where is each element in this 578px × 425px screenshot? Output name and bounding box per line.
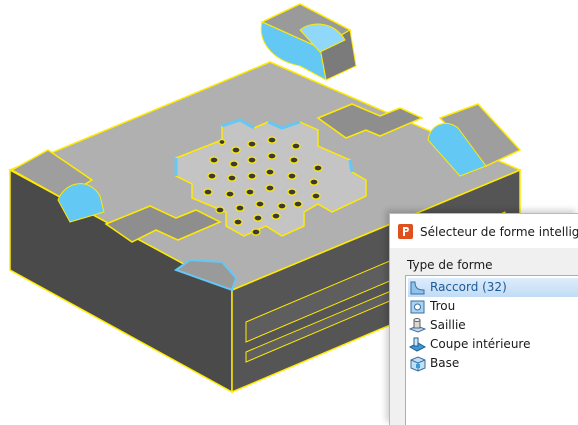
hole — [267, 152, 277, 160]
list-item-label: Base — [430, 356, 460, 370]
list-item-base[interactable]: Base — [408, 354, 578, 373]
hole — [218, 138, 226, 146]
fillet-back-corner-2 — [299, 23, 346, 53]
hole — [253, 214, 263, 222]
hole — [309, 178, 319, 186]
hole — [265, 184, 275, 192]
hole — [247, 156, 257, 164]
hole — [207, 172, 217, 180]
hole — [265, 168, 275, 176]
central-pocket-fillet-edges — [174, 118, 354, 176]
hole — [203, 188, 213, 196]
hole — [287, 172, 297, 180]
list-item-coupe-interieure[interactable]: Coupe intérieure — [408, 335, 578, 354]
hole — [225, 190, 235, 198]
fillet-right-corner — [427, 122, 487, 177]
central-cross-pocket — [175, 119, 367, 237]
hole — [229, 160, 239, 168]
boss-icon — [409, 318, 427, 333]
fillet-left-corner — [57, 183, 105, 223]
hole — [255, 200, 265, 208]
hole — [209, 156, 219, 164]
app-logo-icon — [398, 224, 413, 239]
hole — [215, 206, 225, 214]
feature-selector-dialog[interactable]: Sélecteur de forme intelligent Type de f… — [389, 213, 578, 425]
pocket-back-right — [316, 103, 424, 139]
list-item-label: Coupe intérieure — [430, 337, 531, 351]
fillet-back-corner — [260, 21, 327, 81]
list-item-label: Saillie — [430, 318, 466, 332]
hole — [287, 188, 297, 196]
hole — [227, 174, 237, 182]
hole-pattern — [203, 136, 323, 236]
list-item-raccord[interactable]: Raccord (32) — [408, 278, 578, 297]
list-item-label: Trou — [430, 299, 456, 313]
hole — [313, 164, 323, 172]
list-item-trou[interactable]: Trou — [408, 297, 578, 316]
list-item-label: Raccord (32) — [430, 280, 507, 294]
hole — [231, 146, 241, 154]
hole — [311, 192, 321, 200]
feature-type-list[interactable]: Raccord (32) Trou Saillie — [405, 275, 578, 425]
feature-type-group-label: Type de forme — [407, 258, 493, 272]
hole — [233, 218, 243, 226]
dialog-body: Type de forme Raccord (32) Trou — [390, 248, 578, 425]
inner-cut-icon — [409, 337, 427, 352]
hole — [267, 136, 277, 144]
fillet-icon — [410, 281, 425, 295]
hole — [247, 172, 257, 180]
hole — [293, 200, 303, 208]
hole — [251, 228, 261, 236]
hole-icon — [410, 300, 425, 314]
hole — [277, 202, 287, 210]
base-icon — [410, 356, 426, 372]
hole — [289, 156, 299, 164]
hole — [247, 140, 257, 148]
dialog-titlebar[interactable]: Sélecteur de forme intelligent — [390, 214, 578, 248]
hole — [245, 188, 255, 196]
hole — [271, 212, 281, 220]
dialog-title: Sélecteur de forme intelligent — [420, 225, 578, 239]
list-item-saillie[interactable]: Saillie — [408, 316, 578, 335]
fillet-front-notch — [173, 258, 238, 292]
hole — [291, 142, 301, 150]
hole — [235, 204, 245, 212]
pocket-front-left — [104, 205, 222, 243]
